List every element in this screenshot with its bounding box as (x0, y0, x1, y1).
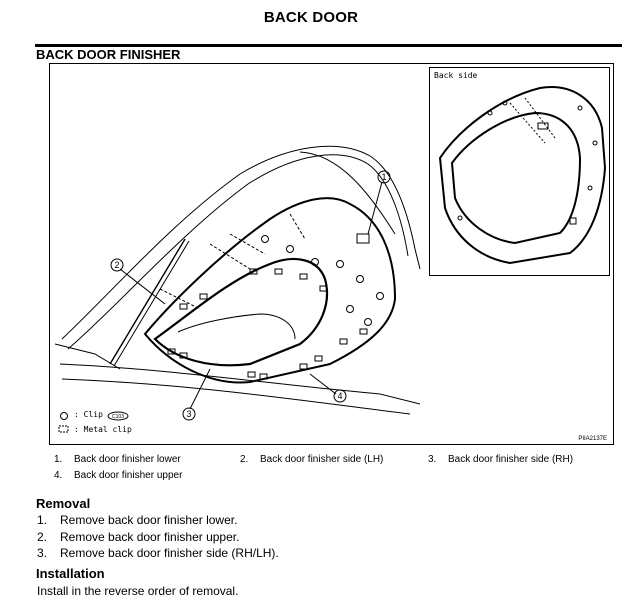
callout-2: 2 (114, 260, 119, 270)
list-item: 3.Back door finisher side (RH) (428, 454, 574, 465)
back-door-finisher-figure: 1 2 3 4 C103 : Clip : Metal clip Back si… (49, 63, 614, 445)
removal-heading: Removal (36, 496, 91, 511)
page-title: BACK DOOR (263, 9, 359, 26)
door-illustration: 1 2 3 4 C103 (54, 145, 421, 433)
clip-code-oval (107, 411, 129, 421)
callout-4: 4 (337, 391, 342, 401)
installation-heading: Installation (36, 566, 105, 581)
removal-step: 2.Remove back door finisher upper. (37, 530, 240, 544)
callout-1: 1 (381, 172, 386, 182)
section-divider (35, 44, 622, 47)
list-item: 1.Back door finisher lower (54, 454, 181, 465)
back-side-inset: Back side (429, 67, 610, 276)
clip-code: C103 (112, 414, 124, 420)
installation-text: Install in the reverse order of removal. (37, 584, 239, 598)
removal-step: 1.Remove back door finisher lower. (37, 513, 238, 527)
legend-metal-clip: : Metal clip (74, 425, 132, 434)
clip-symbol-icon (60, 412, 68, 420)
legend-clip: : Clip (74, 410, 103, 419)
list-item: 2.Back door finisher side (LH) (240, 454, 384, 465)
removal-step: 3.Remove back door finisher side (RH/LH)… (37, 546, 279, 560)
inset-label: Back side (434, 71, 478, 80)
callout-3: 3 (186, 409, 191, 419)
section-title: BACK DOOR FINISHER (36, 47, 181, 62)
figure-code: PIIA2137E (578, 436, 607, 442)
metal-clip-symbol-icon (58, 425, 69, 433)
back-side-illustration (438, 86, 607, 265)
list-item: 4.Back door finisher upper (54, 470, 183, 481)
